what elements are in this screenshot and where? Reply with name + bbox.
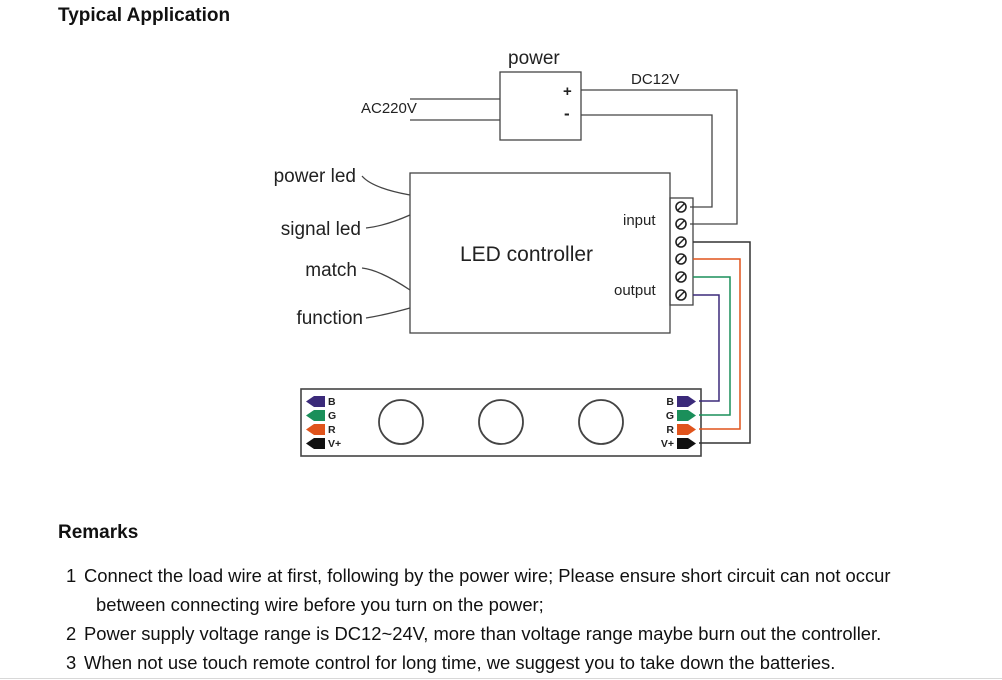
remark-number: 2 bbox=[66, 623, 77, 644]
remark-continuation: between connecting wire before you turn … bbox=[96, 594, 544, 615]
remark-item: 1 Connect the load wire at first, follow… bbox=[66, 561, 986, 619]
right-connector bbox=[677, 396, 696, 449]
power-supply-box bbox=[499, 71, 582, 141]
match-label: match bbox=[305, 260, 357, 281]
power-label: power bbox=[508, 48, 560, 69]
remarks-list: 1 Connect the load wire at first, follow… bbox=[66, 561, 986, 677]
right-pin-b: B bbox=[666, 396, 674, 408]
right-pin-g: G bbox=[666, 410, 674, 422]
left-tab-r bbox=[306, 424, 325, 435]
remark-line: Connect the load wire at first, followin… bbox=[84, 565, 891, 586]
dc-label: DC12V bbox=[631, 71, 679, 88]
left-pin-g: G bbox=[328, 410, 336, 422]
page-divider bbox=[0, 678, 1002, 679]
left-tab-g bbox=[306, 410, 325, 421]
input-label: input bbox=[623, 212, 656, 229]
left-pin-r: R bbox=[328, 424, 336, 436]
right-tab-b bbox=[677, 396, 696, 407]
signal-led-pointer bbox=[365, 214, 411, 229]
function-label: function bbox=[296, 308, 363, 329]
remark-number: 1 bbox=[66, 565, 77, 586]
wire-green bbox=[693, 276, 731, 416]
dc-plus-wire bbox=[581, 89, 738, 225]
minus-sign: - bbox=[564, 104, 570, 123]
ac-label: AC220V bbox=[361, 100, 417, 117]
remark-item: 3 When not use touch remote control for … bbox=[66, 648, 986, 677]
led-2 bbox=[478, 399, 524, 445]
remark-text: When not use touch remote control for lo… bbox=[84, 652, 836, 673]
dc-minus-wire bbox=[581, 114, 713, 208]
controller-label: LED controller bbox=[460, 243, 593, 266]
right-tab-r bbox=[677, 424, 696, 435]
signal-led-label: signal led bbox=[281, 219, 361, 240]
wire-red bbox=[693, 258, 741, 430]
right-pin-vplus: V+ bbox=[661, 438, 674, 450]
left-pin-vplus: V+ bbox=[328, 438, 341, 450]
right-tab-g bbox=[677, 410, 696, 421]
right-tab-vplus bbox=[677, 438, 696, 449]
left-tab-b bbox=[306, 396, 325, 407]
wiring-diagram: power + - DC12V AC220V LED controller in… bbox=[274, 48, 751, 457]
remark-text: Power supply voltage range is DC12~24V, … bbox=[84, 623, 882, 644]
led-3 bbox=[578, 399, 624, 445]
function-pointer bbox=[365, 307, 411, 319]
remark-item: 2 Power supply voltage range is DC12~24V… bbox=[66, 619, 986, 648]
remarks-heading: Remarks bbox=[58, 522, 139, 543]
match-pointer bbox=[361, 267, 411, 291]
plus-sign: + bbox=[563, 83, 572, 100]
remark-text: Connect the load wire at first, followin… bbox=[84, 561, 986, 619]
right-pin-r: R bbox=[666, 424, 674, 436]
power-led-pointer bbox=[361, 175, 411, 196]
terminal-screws bbox=[675, 201, 687, 301]
wire-blue bbox=[693, 294, 720, 402]
terminal-block bbox=[669, 197, 694, 306]
power-led-label: power led bbox=[274, 166, 356, 187]
ac-input-wires bbox=[410, 98, 500, 121]
left-pin-b: B bbox=[328, 396, 336, 408]
page-title: Typical Application bbox=[58, 5, 231, 26]
led-1 bbox=[378, 399, 424, 445]
remark-number: 3 bbox=[66, 652, 77, 673]
left-tab-vplus bbox=[306, 438, 325, 449]
wire-vplus bbox=[693, 241, 751, 444]
output-label: output bbox=[614, 282, 657, 299]
left-connector bbox=[306, 396, 325, 449]
led-strip bbox=[300, 388, 702, 457]
